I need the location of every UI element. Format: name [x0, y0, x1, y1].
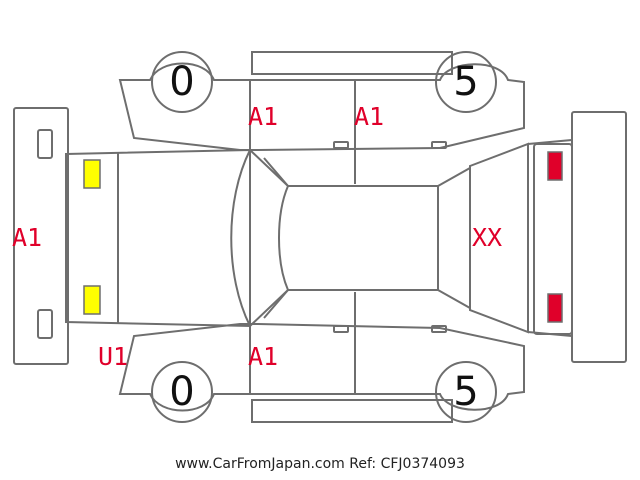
wheel-front-top-number: 0 [169, 59, 195, 105]
headlight-marker-top [83, 159, 101, 189]
annotation-front-bumper: A1 [12, 223, 43, 252]
taillight-marker-bottom [547, 293, 563, 323]
annotation-rear-bumper: XX [472, 223, 503, 252]
rear-bumper-outline [571, 111, 627, 363]
taillight-marker-top [547, 151, 563, 181]
rear-hatch-outline [469, 138, 573, 338]
headlight-marker-bottom [83, 285, 101, 315]
wheel-front-bottom-number: 0 [169, 369, 195, 415]
reference-footer: www.CarFromJapan.com Ref: CFJ0374093 [175, 456, 465, 472]
annotation-top-rear-door: A1 [354, 102, 385, 131]
wheel-rear-top-number: 5 [453, 59, 479, 105]
annotation-bottom-front-fender: U1 [98, 342, 129, 371]
annotation-top-front-door: A1 [248, 102, 279, 131]
wheel-rear-bottom-number: 5 [453, 369, 479, 415]
top-side-profile [118, 51, 525, 184]
annotation-bottom-front-door: A1 [248, 342, 279, 371]
cabin-outline [230, 149, 471, 327]
front-bumper-outline [13, 107, 69, 365]
bottom-side-profile [118, 292, 525, 423]
